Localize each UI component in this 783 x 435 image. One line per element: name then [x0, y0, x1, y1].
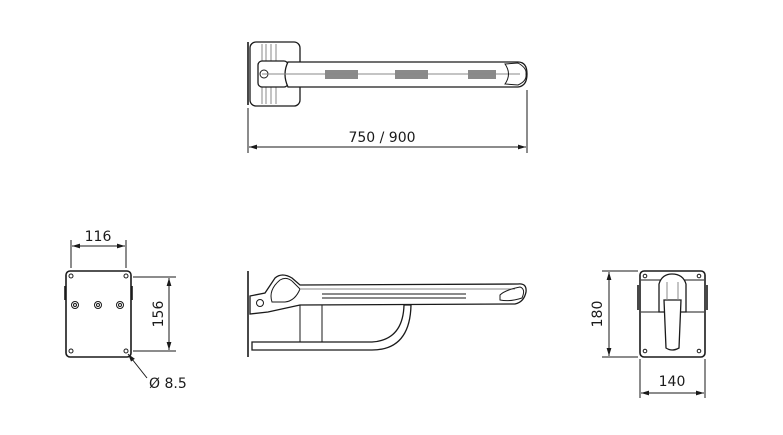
- end-width-dimension: 140: [659, 374, 686, 390]
- mounting-holes: [68, 273, 129, 354]
- handle-grip: [270, 277, 301, 303]
- end-view: 180 140: [590, 270, 708, 398]
- end-height-dimension: 180: [590, 301, 606, 328]
- back-plate: [65, 270, 132, 358]
- arm-tip: [504, 62, 527, 86]
- hole-diameter-dimension: Ø 8.5: [149, 376, 187, 392]
- plate-height-dimension: 156: [151, 301, 167, 328]
- length-dimension: 750 / 900: [348, 130, 415, 146]
- plate-width-dimension: 116: [85, 229, 112, 245]
- arm-tip: [499, 286, 525, 302]
- support-leg: [251, 304, 412, 351]
- top-view: 750 / 900: [247, 41, 528, 153]
- arm-end: [663, 299, 682, 351]
- end-plate: [639, 270, 706, 358]
- side-view: [247, 271, 527, 357]
- back-plate-view: 116 156 Ø 8.5: [64, 229, 187, 392]
